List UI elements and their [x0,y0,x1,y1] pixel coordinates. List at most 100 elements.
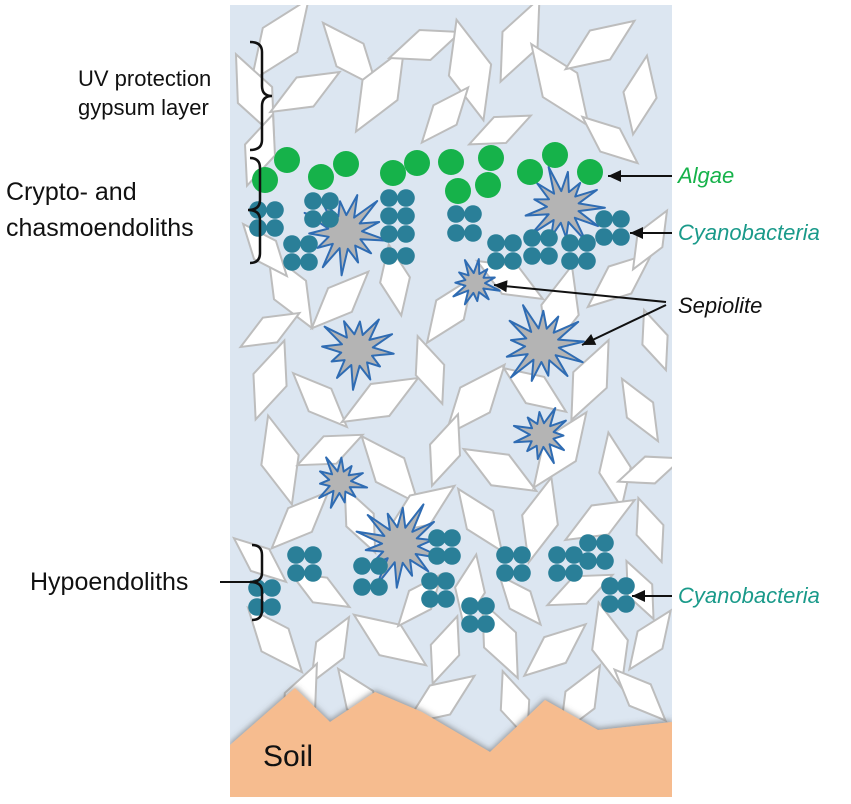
cyanobacteria-cell [283,253,301,271]
cyanobacteria-cell [540,247,558,265]
cyanobacteria-cell [513,564,531,582]
gypsum-crystal [243,111,277,189]
cyanobacteria-cell [601,595,619,613]
sepiolite-particle [505,304,585,382]
cyanobacteria-cell [304,564,322,582]
arrow-head [630,227,643,239]
cyanobacteria-cell [496,546,514,564]
cyanobacteria-cell [601,577,619,595]
cyanobacteria-cell [477,615,495,633]
sepiolite-particle [524,166,606,242]
cyanobacteria-cell [263,579,281,597]
cyanobacteria-cell [263,598,281,616]
sepiolite-particle [355,503,447,589]
gypsum-crystal [635,495,665,565]
cyanobacteria-cell [561,252,579,270]
cyanobacteria-cell [397,247,415,265]
cyanobacteria-cell [380,225,398,243]
arrow-line [581,304,667,346]
gypsum-crystal [612,667,668,723]
algae-cell [478,145,504,171]
cyanobacteria-cell [513,546,531,564]
algae-label: Algae [676,163,734,188]
cyanobacteria-cell [487,252,505,270]
cyanobacteria-cell [595,228,613,246]
cyanobacteria-cell [266,201,284,219]
cyanobacteria-cell [304,210,322,228]
gypsum-crystal [447,17,493,123]
cyanobacteria-bottom-label: Cyanobacteria [678,583,820,608]
cyanobacteria-cell [447,224,465,242]
algae-cell [274,147,300,173]
algae-cells [252,142,603,204]
gypsum-crystal [631,208,669,272]
cyanobacteria-cell [617,577,635,595]
cyanobacteria-clusters [248,189,635,633]
arrow-head [494,280,508,293]
gypsum-crystal [570,337,610,423]
gypsum-crystal [238,311,302,349]
cyanobacteria-cell [540,229,558,247]
cyanobacteria-cell [428,529,446,547]
cyanobacteria-cell [578,252,596,270]
algae-cell [475,172,501,198]
cyanobacteria-cell [578,234,596,252]
cyanobacteria-cell [249,201,267,219]
cyanobacteria-cell [612,210,630,228]
cyanobacteria-cell [595,210,613,228]
annotation-arrows [493,170,672,602]
algae-cell [333,151,359,177]
cyanobacteria-cell [617,595,635,613]
cyanobacteria-cell [496,564,514,582]
cyanobacteria-cell [565,546,583,564]
cyanobacteria-cell [380,247,398,265]
bracket-uv-layer [249,40,273,152]
cyanobacteria-cell [464,224,482,242]
gypsum-crystal [269,489,331,551]
gypsum-crystal [241,221,289,279]
cyanobacteria-cell [321,192,339,210]
gypsum-crystal [620,376,660,444]
cyanobacteria-cell [504,234,522,252]
gypsum-crystal [351,613,429,667]
gypsum-crystal [499,5,541,85]
cyanobacteria-cell [397,225,415,243]
cyanobacteria-cell [249,219,267,237]
algae-cell [542,142,568,168]
bracket-crypto-chasmo [247,156,262,265]
gypsum-crystal [429,613,461,687]
gypsum-crystal [414,333,446,407]
cyanobacteria-cell [477,597,495,615]
crypto-label-line2: chasmoendoliths [6,214,194,242]
cyanobacteria-cell [300,253,318,271]
cyanobacteria-cell [353,578,371,596]
cyanobacteria-cell [421,572,439,590]
cyanobacteria-cell [464,205,482,223]
cyanobacteria-cell [437,572,455,590]
gypsum-crystal [466,114,534,146]
sepiolite-label: Sepiolite [678,293,762,318]
gypsum-crystal [563,19,637,71]
cyanobacteria-cell [447,205,465,223]
cyanobacteria-cell [397,207,415,225]
cyanobacteria-cell [504,252,522,270]
arrow-line [493,284,667,303]
cyanobacteria-cell [579,534,597,552]
algae-cell [404,150,430,176]
gypsum-crystal [295,433,365,467]
cyanobacteria-cell [370,578,388,596]
algae-cell [445,178,471,204]
sepiolite-particle [318,456,369,509]
cyanobacteria-cell [428,547,446,565]
cyanobacteria-cell [287,546,305,564]
cyanobacteria-cell [487,234,505,252]
sepiolite-particle [512,407,567,465]
cyanobacteria-cell [353,557,371,575]
gypsum-crystal [615,455,672,485]
gypsum-crystal [252,338,288,422]
cyanobacteria-cell [579,552,597,570]
cyanobacteria-cell [321,210,339,228]
cyanobacteria-cell [523,229,541,247]
algae-cell [438,149,464,175]
